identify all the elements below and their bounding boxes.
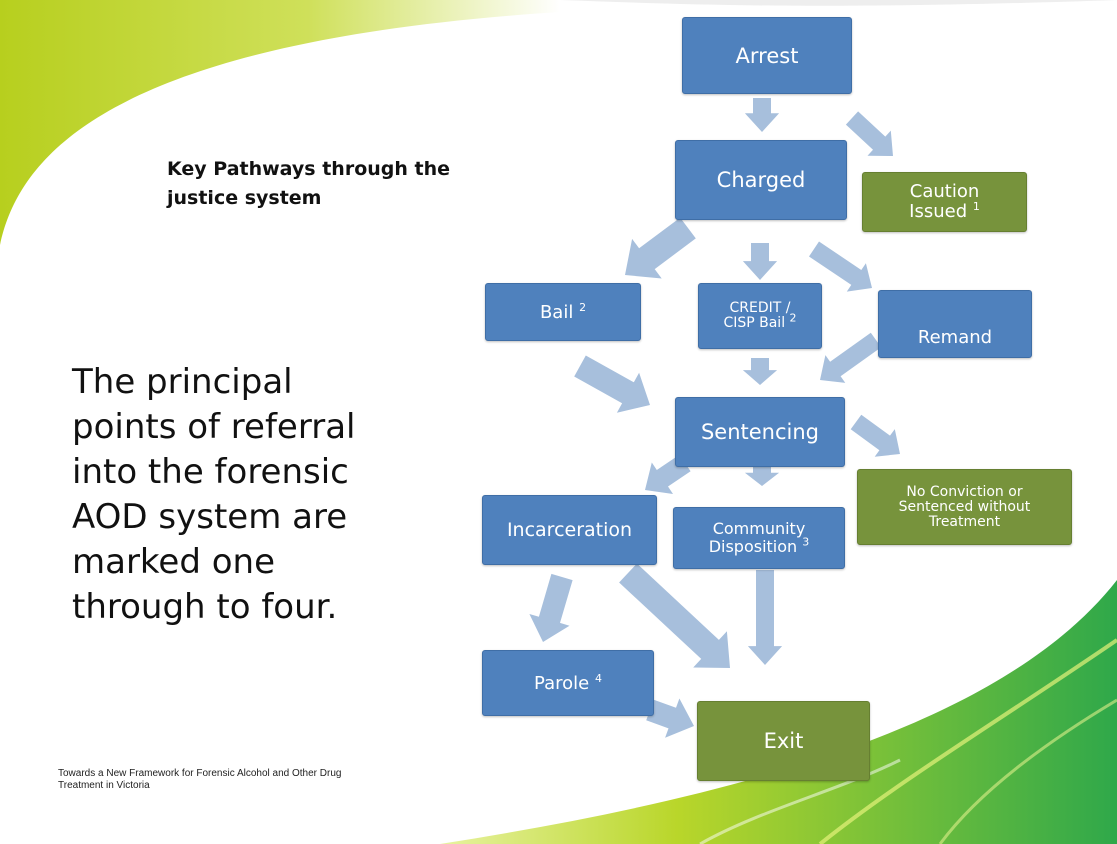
bottom-right-swoosh <box>440 580 1117 844</box>
node-arrest: Arrest <box>682 17 852 94</box>
arrow-remand-sentencing <box>820 332 882 383</box>
arrow-charged-credit <box>742 243 778 280</box>
node-community-disposition: Community Disposition 3 <box>673 507 845 569</box>
node-parole: Parole 4 <box>482 650 654 716</box>
page-title: Key Pathways through the justice system <box>167 158 451 209</box>
arrow-bail-sentencing <box>574 355 650 413</box>
footer-source: Towards a New Framework for Forensic Alc… <box>58 768 342 791</box>
arrow-sentencing-community <box>744 462 780 486</box>
arrow-community-exit <box>747 570 783 665</box>
arrow-parole-exit <box>646 698 694 738</box>
arrow-credit-sentencing <box>742 358 778 385</box>
node-no-conviction: No Conviction or Sentenced without Treat… <box>857 469 1072 545</box>
node-bail: Bail 2 <box>485 283 641 341</box>
node-remand: Remand <box>878 290 1032 358</box>
arrow-charged-bail <box>625 217 696 279</box>
arrow-charged-remand <box>809 241 872 292</box>
node-incarceration: Incarceration <box>482 495 657 565</box>
node-caution-issued: Caution Issued 1 <box>862 172 1027 232</box>
arrow-sentencing-noconviction <box>850 414 900 457</box>
node-exit: Exit <box>697 701 870 781</box>
arrow-incarceration-exit <box>619 563 730 668</box>
arrow-arrest-caution <box>845 111 893 156</box>
top-left-swoosh <box>0 0 560 245</box>
node-charged: Charged <box>675 140 847 220</box>
body-text: The principal points of referral into th… <box>72 362 356 627</box>
arrow-incarceration-parole <box>529 573 573 642</box>
node-sentencing: Sentencing <box>675 397 845 467</box>
node-credit-cisp-bail: CREDIT / CISP Bail 2 <box>698 283 822 349</box>
top-shade <box>560 0 1117 6</box>
arrow-arrest-charged <box>744 98 780 132</box>
